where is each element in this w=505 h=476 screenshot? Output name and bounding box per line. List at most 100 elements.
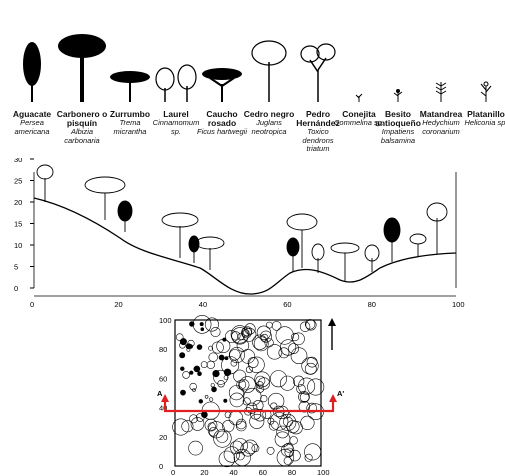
canopy-circle: [179, 352, 186, 359]
transect-start-label: A: [157, 389, 163, 398]
canopy-circle: [242, 327, 257, 342]
profile-y-tick-label: 25: [14, 177, 22, 186]
canopy-circle: [188, 440, 203, 456]
canopy-circle: [298, 391, 310, 403]
canopy-circle: [291, 332, 300, 342]
canopy-circle: [179, 338, 187, 346]
canopy-circle: [243, 439, 258, 455]
heliconia-icon: [460, 30, 505, 102]
canopy-circle: [193, 365, 201, 373]
tiny-herb-icon: [333, 30, 385, 102]
canopy-circles: [172, 315, 325, 468]
canopy-circle: [265, 321, 273, 329]
canopy-circle: [199, 322, 204, 327]
legend-common-name: Aguacate: [12, 109, 52, 119]
canopy-circle: [180, 389, 186, 396]
plan-x-tick-label: 60: [259, 468, 267, 476]
canopy-circle: [228, 410, 244, 426]
canopy-circle: [248, 356, 265, 373]
transect-end-label: A': [337, 389, 344, 398]
canopy-circle: [221, 356, 240, 375]
canopy-circle: [266, 344, 283, 360]
spreading-tree-icon: [196, 30, 248, 102]
canopy-circle: [236, 379, 247, 390]
north-arrow-icon: [328, 318, 336, 350]
canopy-circle: [189, 382, 197, 391]
canopy-circle: [211, 386, 217, 393]
canopy-circle: [212, 369, 220, 378]
plan-x-tick-label: 40: [229, 468, 237, 476]
umbrella-tree-icon: [56, 30, 108, 102]
canopy-circle: [233, 369, 247, 383]
canopy-circle: [229, 392, 245, 408]
canopy-circle: [172, 418, 190, 436]
canopy-circle: [225, 330, 238, 343]
profile-y-tick-label: 30: [14, 158, 22, 164]
canopy-circle: [269, 412, 289, 431]
canopy-circle: [211, 341, 224, 354]
plan-y-tick-label: 40: [159, 404, 167, 413]
legend-scientific-name: Impatiens balsamina: [380, 127, 416, 145]
canopy-circle: [296, 384, 306, 394]
canopy-circle: [256, 381, 264, 389]
canopy-circle: [229, 349, 241, 361]
broadleaf-tree-icon: [6, 30, 58, 102]
profile-y-axis: [33, 172, 457, 288]
canopy-circle: [254, 371, 271, 388]
canopy-circle: [288, 343, 299, 354]
canopy-circle: [182, 371, 190, 379]
canopy-circle: [276, 425, 289, 439]
canopy-circle: [200, 327, 205, 332]
legend-common-name: Laurel: [163, 109, 189, 119]
canopy-circle: [256, 325, 271, 340]
transect-line: [161, 394, 337, 413]
canopy-circle: [196, 344, 203, 350]
profile-y-tick-label: 15: [14, 220, 22, 229]
canopy-circle: [280, 339, 297, 356]
legend-scientific-name: Hedychium coronarium: [422, 118, 460, 136]
canopy-circle: [236, 420, 247, 432]
canopy-circle: [241, 329, 250, 338]
canopy-circle: [255, 375, 266, 386]
plan-y-tick-label: 0: [159, 462, 163, 471]
canopy-circle: [197, 371, 202, 377]
double-crown-tree-icon: [292, 30, 344, 102]
legend-scientific-name: Commelina sp.: [333, 118, 385, 127]
profile-y-tick-label: 0: [14, 284, 18, 293]
canopy-circle: [192, 315, 212, 334]
canopy-circle: [271, 321, 282, 331]
canopy-circle: [210, 326, 221, 337]
canopy-circle: [275, 326, 294, 345]
canopy-circle: [286, 420, 300, 434]
canopy-circle: [229, 440, 244, 455]
canopy-circle: [215, 430, 229, 443]
canopy-circle: [270, 402, 278, 410]
canopy-circle: [298, 377, 316, 395]
canopy-circle: [292, 332, 305, 346]
canopy-circle: [270, 370, 288, 388]
legend-scientific-name: Toxico dendrons triatum: [302, 127, 334, 153]
small-herb-icon: [372, 30, 424, 102]
canopy-circle: [210, 383, 215, 388]
canopy-circle: [218, 450, 236, 468]
canopy-circle: [208, 345, 213, 351]
canopy-circle: [230, 359, 238, 367]
flat-crown-tree-icon: [104, 30, 156, 102]
canopy-circle: [276, 448, 295, 467]
legend-common-name: Caucho rosado: [206, 109, 238, 128]
canopy-circle: [306, 402, 317, 414]
canopy-circle: [238, 379, 250, 391]
canopy-circle: [239, 376, 256, 393]
canopy-circle: [204, 317, 219, 332]
canopy-circle: [301, 357, 319, 375]
profile-x-tick-label: 100: [452, 300, 465, 308]
canopy-circle: [304, 443, 322, 461]
plan-y-tick-label: 60: [159, 374, 167, 383]
